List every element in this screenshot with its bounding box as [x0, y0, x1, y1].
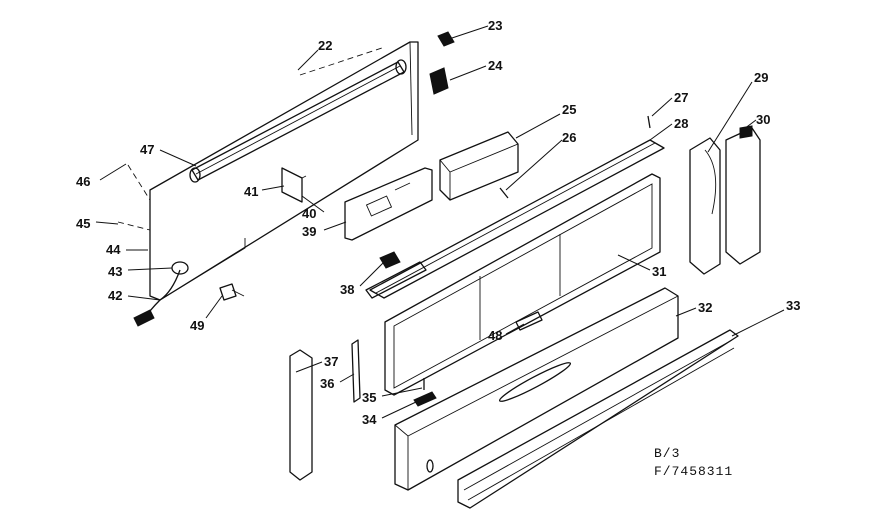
strip-36 — [351, 339, 361, 403]
socket-43 — [171, 261, 189, 275]
callout-34: 34 — [362, 412, 377, 427]
bracket-41 — [281, 167, 307, 203]
trim-strip-33 — [457, 329, 739, 509]
callout-48: 48 — [488, 328, 502, 343]
callout-24: 24 — [488, 58, 503, 73]
end-cap-37 — [289, 349, 313, 481]
callout-43: 43 — [108, 264, 122, 279]
leader-lines — [95, 25, 785, 419]
callout-22: 22 — [318, 38, 332, 53]
callout-40: 40 — [302, 206, 316, 221]
lower-panel — [394, 287, 679, 491]
callout-36: 36 — [320, 376, 334, 391]
callout-32: 32 — [698, 300, 712, 315]
callout-39: 39 — [302, 224, 316, 239]
ballast-box — [439, 131, 519, 201]
callout-44: 44 — [106, 242, 121, 257]
clip-23 — [437, 31, 455, 47]
connector-49 — [219, 283, 245, 301]
mounting-dashes — [117, 47, 383, 231]
side-bracket-29 — [689, 137, 721, 275]
side-bracket-30 — [725, 125, 761, 265]
switch-24 — [429, 67, 449, 95]
callout-46: 46 — [76, 174, 90, 189]
callout-41: 41 — [244, 184, 258, 199]
callout-37: 37 — [324, 354, 338, 369]
callout-47: 47 — [140, 142, 154, 157]
screw-26 — [499, 187, 509, 199]
glass-panel — [384, 173, 661, 396]
back-panel — [149, 41, 419, 301]
top-trim — [369, 139, 665, 299]
fluorescent-tube — [189, 59, 407, 183]
screw-27 — [647, 115, 651, 129]
callout-38: 38 — [340, 282, 354, 297]
callout-30: 30 — [756, 112, 770, 127]
callout-25: 25 — [562, 102, 576, 117]
callout-26: 26 — [562, 130, 576, 145]
callout-45: 45 — [76, 216, 90, 231]
callout-42: 42 — [108, 288, 122, 303]
callout-49: 49 — [190, 318, 204, 333]
caption-line-2: F/7458311 — [654, 464, 734, 479]
callout-35: 35 — [362, 390, 376, 405]
knob-38 — [365, 251, 427, 299]
callout-numbers: 22 23 24 25 26 27 28 29 30 31 32 33 34 3… — [76, 18, 800, 427]
callout-31: 31 — [652, 264, 666, 279]
switch-plate — [344, 167, 433, 241]
callout-27: 27 — [674, 90, 688, 105]
caption-line-1: B/3 — [654, 446, 681, 461]
callout-23: 23 — [488, 18, 502, 33]
callout-29: 29 — [754, 70, 768, 85]
callout-33: 33 — [786, 298, 800, 313]
callout-28: 28 — [674, 116, 688, 131]
clip-34 — [413, 391, 437, 407]
